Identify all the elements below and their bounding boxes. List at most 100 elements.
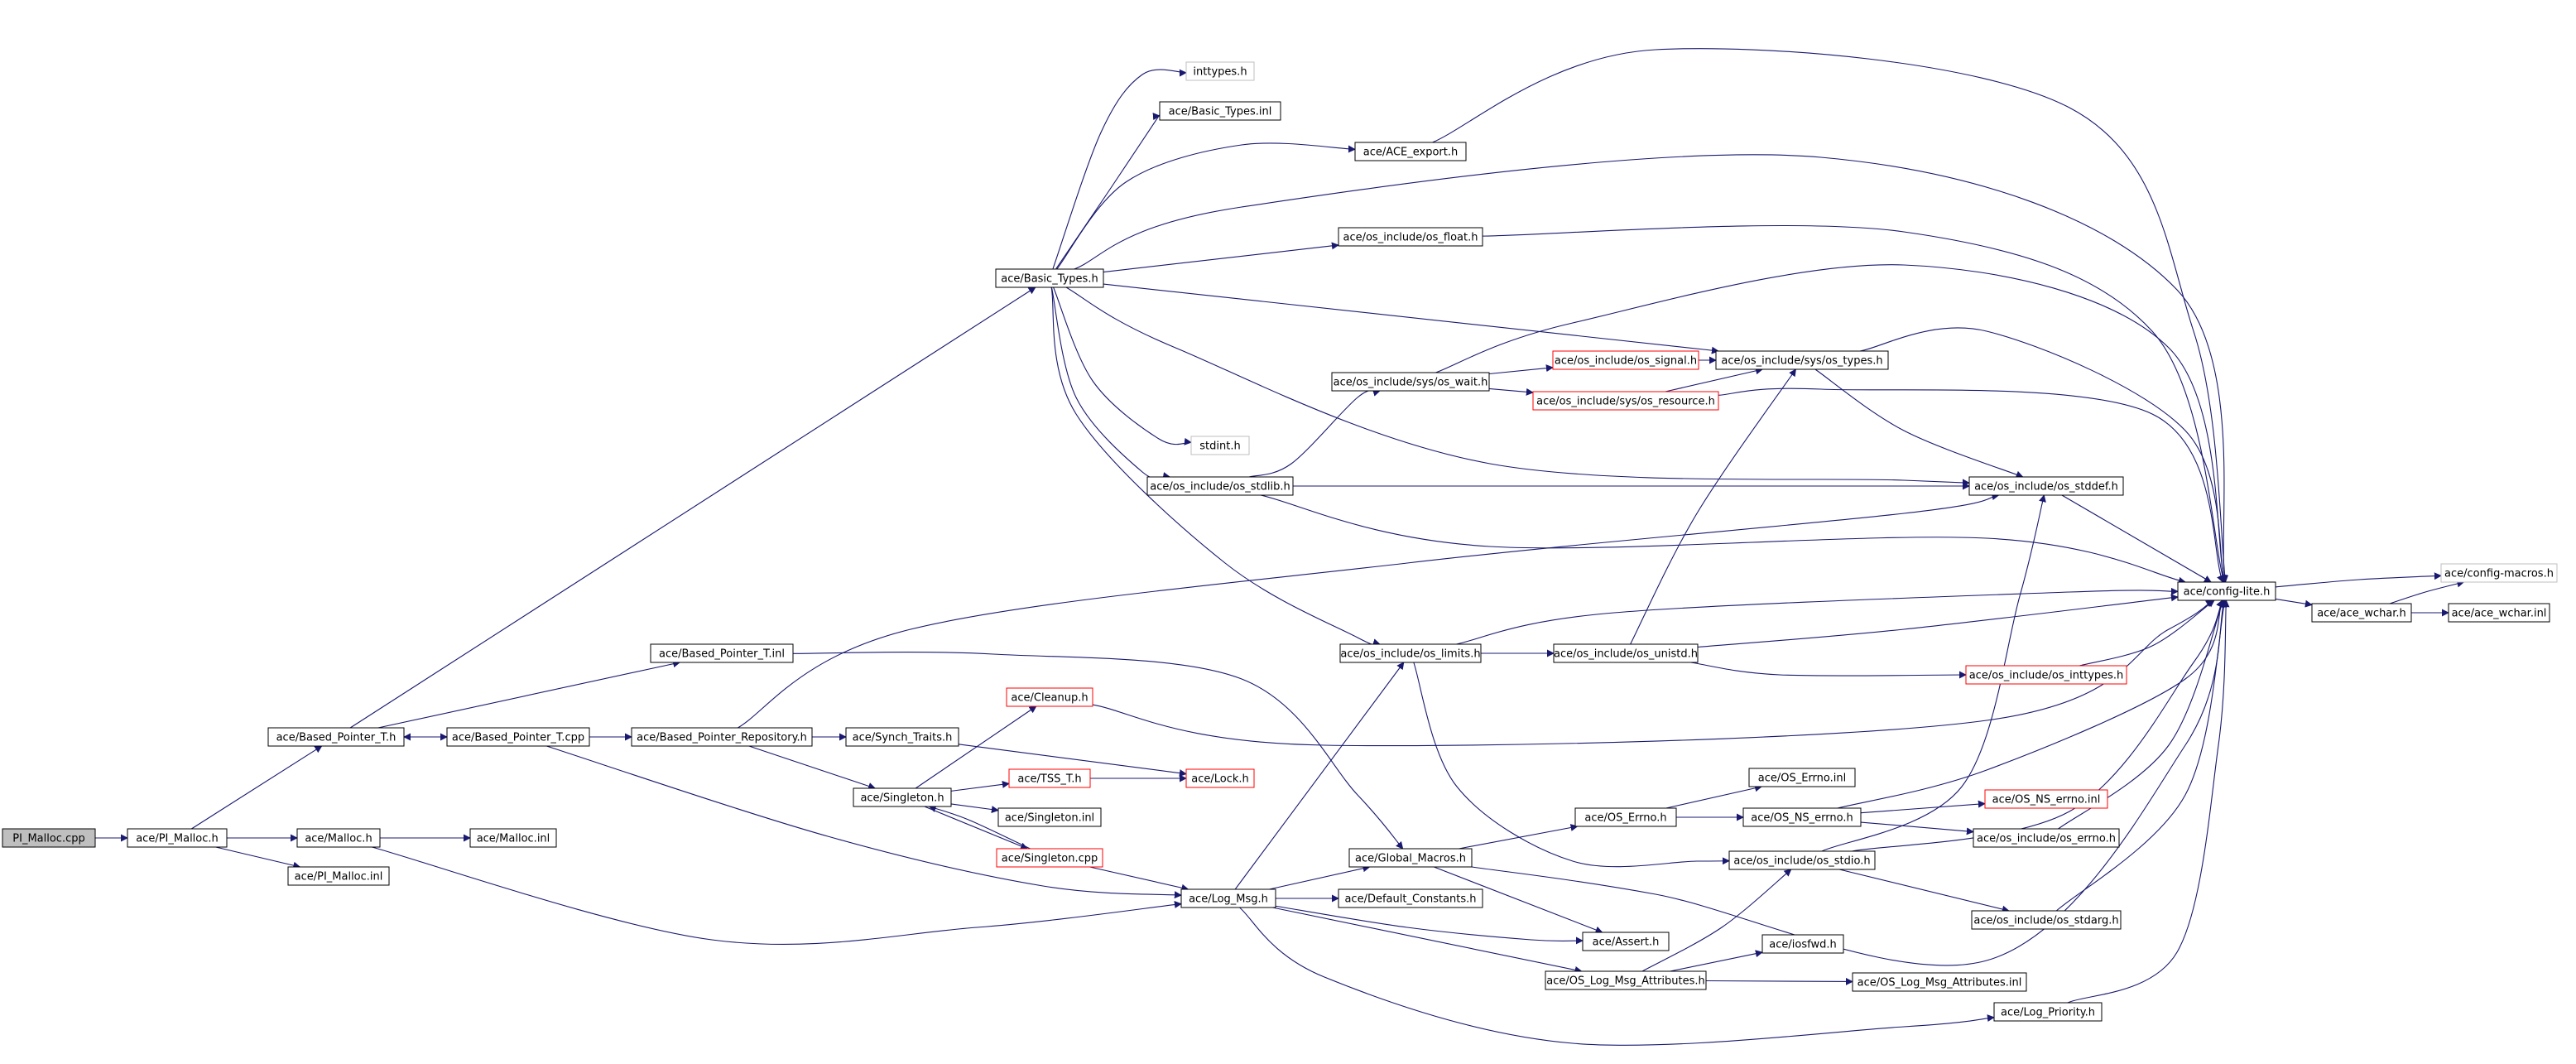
node-os-include-sys-os-resource-h[interactable]: ace/os_include/sys/os_resource.h <box>1532 391 1719 411</box>
node-box <box>1993 1002 2103 1022</box>
node-label: ace/os_include/os_stdarg.h <box>1973 915 2118 927</box>
edge-os_log_msg_attributes_h-to-os_log_msg_attributes_inl <box>1705 977 1853 985</box>
edge-global_macros_h-to-assert_h <box>1434 866 1603 934</box>
edge-os_include_os_unistd_h-to-config_lite_h <box>1697 594 2179 648</box>
node-os-ns-errno-inl[interactable]: ace/OS_NS_errno.inl <box>1984 789 2108 809</box>
node-os-include-os-signal-h[interactable]: ace/os_include/os_signal.h <box>1552 350 1699 370</box>
node-synch-traits-h[interactable]: ace/Synch_Traits.h <box>845 727 959 747</box>
node-label: ace/Based_Pointer_T.inl <box>659 648 785 661</box>
edge-os_errno_h-to-os_errno_inl <box>1665 784 1763 809</box>
edge-os_ns_errno_h-to-config_lite_h <box>1837 599 2223 809</box>
node-cleanup-h[interactable]: ace/Cleanup.h <box>1006 687 1093 707</box>
node-label: ace/Cleanup.h <box>1011 692 1088 705</box>
edge-os_include_os_errno_h-to-config_lite_h <box>2058 599 2225 830</box>
node-os-include-os-unistd-h[interactable]: ace/os_include/os_unistd.h <box>1553 643 1699 663</box>
node-os-errno-inl[interactable]: ace/OS_Errno.inl <box>1748 768 1856 787</box>
node-label: ace/PI_Malloc.h <box>136 833 219 845</box>
edge-os_include_os_stdlib_h-to-config_lite_h <box>1260 494 2187 585</box>
node-label: ace/os_include/os_stdlib.h <box>1150 481 1290 493</box>
node-box <box>1574 807 1677 827</box>
node-os-include-sys-os-types-h[interactable]: ace/os_include/sys/os_types.h <box>1715 350 1889 370</box>
node-label: ace/os_include/sys/os_resource.h <box>1536 396 1715 408</box>
edge-log_msg_h-to-os_log_msg_attributes_h <box>1272 907 1583 974</box>
node-box <box>1146 476 1294 496</box>
node-singleton-h[interactable]: ace/Singleton.h <box>853 787 952 807</box>
node-based-pointer-t-cpp[interactable]: ace/Based_Pointer_T.cpp <box>446 727 590 747</box>
node-malloc-h[interactable]: ace/Malloc.h <box>296 828 381 848</box>
node-os-include-sys-os-wait-h[interactable]: ace/os_include/sys/os_wait.h <box>1331 372 1490 392</box>
node-label: ace/config-macros.h <box>2444 568 2554 580</box>
node-based-pointer-t-h[interactable]: ace/Based_Pointer_T.h <box>267 727 405 747</box>
node-os-include-os-inttypes-h[interactable]: ace/os_include/os_inttypes.h <box>1965 665 2127 685</box>
node-singleton-inl[interactable]: ace/Singleton.inl <box>997 807 1102 827</box>
node-label: ace/Log_Msg.h <box>1189 893 1268 906</box>
node-label: ace/ACE_export.h <box>1363 147 1458 159</box>
node-label: ace/os_include/os_float.h <box>1343 232 1478 244</box>
edge-os_include_os_stdio_h-to-os_include_os_stdarg_h <box>1838 869 2010 913</box>
node-assert-h[interactable]: ace/Assert.h <box>1582 932 1670 951</box>
node-malloc-inl[interactable]: ace/Malloc.inl <box>469 828 557 848</box>
node-box <box>127 828 228 848</box>
node-box <box>1180 888 1276 908</box>
node-label: ace/OS_Log_Msg_Attributes.inl <box>1858 977 2022 989</box>
node-basic-types-h[interactable]: ace/Basic_Types.h <box>995 268 1104 288</box>
edge-malloc_h-to-log_msg_h <box>372 846 1182 946</box>
node-label: ace/OS_Errno.inl <box>1758 773 1846 785</box>
node-based-pointer-repository-h[interactable]: ace/Based_Pointer_Repository.h <box>631 727 813 747</box>
node-os-errno-h[interactable]: ace/OS_Errno.h <box>1574 807 1677 827</box>
edge-singleton_cpp-to-singleton_h <box>928 805 1031 850</box>
edge-os_include_sys_os_types_h-to-config_lite_h <box>1860 327 2227 583</box>
edge-log_msg_h-to-global_macros_h <box>1269 864 1371 890</box>
node-log-msg-h[interactable]: ace/Log_Msg.h <box>1180 888 1276 908</box>
node-log-priority-h[interactable]: ace/Log_Priority.h <box>1993 1002 2103 1022</box>
node-ace-wchar-inl[interactable]: ace/ace_wchar.inl <box>2448 603 2550 623</box>
edge-os_include_os_float_h-to-config_lite_h <box>1482 224 2226 583</box>
node-box <box>1553 643 1699 663</box>
node-box <box>1715 350 1889 370</box>
edge-based_pointer_t_inl-to-global_macros_h <box>792 651 1404 850</box>
node-box <box>267 727 405 747</box>
node-label: ace/OS_NS_errno.h <box>1751 812 1853 825</box>
node-label: ace/OS_Errno.h <box>1584 812 1666 825</box>
node-ace-export-h[interactable]: ace/ACE_export.h <box>1354 142 1467 161</box>
node-tss-t-h[interactable]: ace/TSS_T.h <box>1008 768 1091 788</box>
node-label: ace/Malloc.h <box>305 833 372 845</box>
node-pi-malloc-inl[interactable]: ace/PI_Malloc.inl <box>287 866 390 886</box>
node-based-pointer-t-inl[interactable]: ace/Based_Pointer_T.inl <box>650 643 794 663</box>
node-label: ace/Log_Priority.h <box>2001 1007 2095 1019</box>
node-lock-h[interactable]: ace/Lock.h <box>1185 768 1255 788</box>
node-iosfwd-h[interactable]: ace/iosfwd.h <box>1761 934 1844 954</box>
node-box <box>995 268 1104 288</box>
edge-pi_malloc_h-to-based_pointer_t_h <box>191 745 323 830</box>
node-os-include-os-limits-h[interactable]: ace/os_include/os_limits.h <box>1339 643 1482 663</box>
node-default-constants-h[interactable]: ace/Default_Constants.h <box>1338 888 1483 908</box>
node-ace-wchar-h[interactable]: ace/ace_wchar.h <box>2311 603 2412 623</box>
node-box <box>1552 350 1699 370</box>
edge-basic_types_h-to-os_include_os_limits_h <box>1050 286 1381 647</box>
edge-config_lite_h-to-ace_wchar_h <box>2275 598 2313 608</box>
edge-os_include_sys_os_types_h-to-os_include_os_stddef_h <box>1814 368 2024 479</box>
node-box <box>1582 932 1670 951</box>
node-basic-types-inl[interactable]: ace/Basic_Types.inl <box>1159 101 1281 121</box>
edge-os_include_sys_os_resource_h-to-config_lite_h <box>1718 388 2224 583</box>
node-os-log-msg-attributes-inl[interactable]: ace/OS_Log_Msg_Attributes.inl <box>1852 972 2027 992</box>
node-os-include-os-errno-h[interactable]: ace/os_include/os_errno.h <box>1973 828 2120 848</box>
edge-basic_types_h-to-config_lite_h <box>1074 154 2228 583</box>
node-os-ns-errno-h[interactable]: ace/OS_NS_errno.h <box>1742 807 1862 827</box>
node-os-include-os-stdio-h[interactable]: ace/os_include/os_stdio.h <box>1728 850 1876 870</box>
node-config-lite-h[interactable]: ace/config-lite.h <box>2177 581 2276 601</box>
node-label: ace/os_include/os_unistd.h <box>1554 648 1698 661</box>
node-inttypes-h[interactable]: inttypes.h <box>1185 61 1255 81</box>
node-os-include-os-stdlib-h[interactable]: ace/os_include/os_stdlib.h <box>1146 476 1294 496</box>
node-stdint-h[interactable]: stdint.h <box>1190 436 1250 455</box>
node-pi-malloc-h[interactable]: ace/PI_Malloc.h <box>127 828 228 848</box>
node-config-macros-h[interactable]: ace/config-macros.h <box>2440 563 2558 583</box>
node-global-macros-h[interactable]: ace/Global_Macros.h <box>1348 848 1473 868</box>
node-os-include-os-stddef-h[interactable]: ace/os_include/os_stddef.h <box>1968 476 2124 496</box>
node-os-include-os-stdarg-h[interactable]: ace/os_include/os_stdarg.h <box>1971 910 2122 930</box>
node-os-log-msg-attributes-h[interactable]: ace/OS_Log_Msg_Attributes.h <box>1545 970 1707 990</box>
node-singleton-cpp[interactable]: ace/Singleton.cpp <box>996 848 1103 868</box>
node-os-include-os-float-h[interactable]: ace/os_include/os_float.h <box>1338 227 1483 247</box>
edge-basic_types_h-to-os_include_os_stddef_h <box>1065 286 1970 487</box>
edge-os_include_os_stddef_h-to-config_lite_h <box>2061 494 2212 583</box>
